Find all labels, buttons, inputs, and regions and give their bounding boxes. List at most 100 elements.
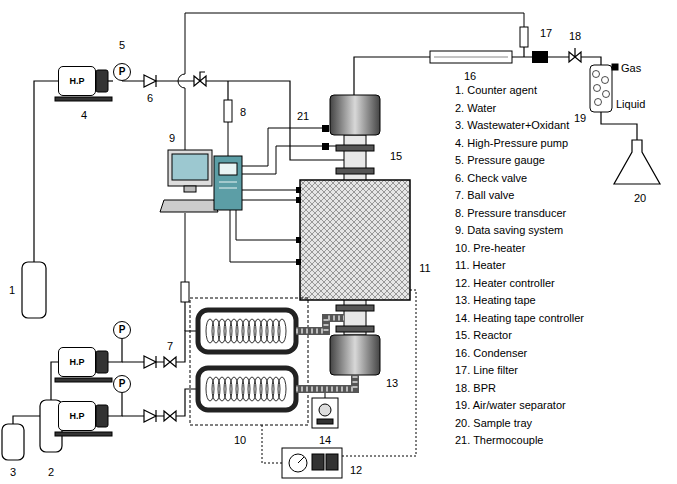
heater-controller [282, 448, 342, 478]
callout-number: Liquid [616, 98, 645, 111]
air-water-separator [602, 77, 609, 84]
callout-number: 9 [169, 132, 175, 145]
callout-number: 10 [234, 434, 246, 447]
heater-block [300, 180, 410, 300]
pipe [354, 57, 430, 95]
callout-number: 21 [297, 110, 309, 123]
callout-number: 19 [574, 112, 586, 125]
callout-number: Gas [621, 62, 641, 75]
heating-tape-controller [312, 398, 338, 428]
pressure-gauge: P [113, 321, 131, 339]
heater-block [296, 187, 301, 193]
thermocouple [322, 143, 329, 150]
pump-motor [55, 97, 112, 101]
heating-tape-controller [319, 404, 331, 416]
pipe [34, 81, 58, 262]
air-water-separator [593, 71, 600, 78]
signal-wire [242, 200, 300, 201]
callout-number: 7 [167, 340, 173, 353]
reactor-column [336, 145, 374, 151]
key-entry: 11. Heater [455, 259, 506, 272]
pump-motor [96, 351, 108, 373]
data-saving-computer [214, 156, 242, 210]
callout-number: 16 [464, 70, 476, 83]
thermocouple [322, 125, 329, 132]
pre-heater [198, 368, 296, 410]
controller-wire [262, 425, 282, 463]
key-entry: 18. BPR [455, 381, 496, 394]
key-entry: 7. Ball valve [455, 189, 514, 202]
signal-wire [242, 128, 325, 166]
pre-heater [278, 377, 286, 401]
pressure-transducer [224, 100, 232, 122]
line-filter [532, 51, 548, 63]
pipe [122, 81, 344, 160]
ball-valve [164, 357, 176, 367]
check-valve [144, 356, 156, 368]
pre-heater [198, 310, 296, 352]
data-saving-computer [160, 200, 218, 212]
storage-tank [2, 424, 24, 460]
data-saving-computer [168, 150, 212, 186]
ball-valve [164, 411, 176, 421]
key-entry: 21. Thermocouple [455, 434, 543, 447]
ball-valve [569, 48, 581, 62]
pipe [601, 112, 637, 140]
pre-heater [206, 319, 286, 401]
reactor-column [330, 335, 380, 375]
heater-block [296, 187, 301, 265]
heater-block [296, 197, 301, 203]
heater-block [296, 237, 301, 243]
heating-tape [296, 318, 355, 389]
key-entry: 12. Heater controller [455, 276, 555, 289]
heating-tape-controller [312, 398, 338, 428]
pump-motor [55, 432, 112, 436]
heater-controller [298, 457, 304, 463]
heater-controller [312, 454, 324, 470]
heater-block [296, 259, 301, 265]
signal-wire [236, 210, 300, 240]
data-saving-computer [219, 182, 237, 188]
ball-valve [164, 48, 581, 421]
key-entry: 2. Water [455, 101, 496, 114]
condenser [430, 51, 512, 63]
pressure-transducer [181, 282, 189, 302]
callout-number: 5 [119, 39, 125, 52]
condenser [434, 57, 508, 58]
node-label: H.P [69, 358, 84, 367]
callout-number: 17 [540, 27, 552, 40]
pre-heater [278, 319, 286, 343]
heater-controller [289, 454, 307, 472]
callout-number: 13 [386, 377, 398, 390]
callout-number: 20 [634, 192, 646, 205]
callout-number: 12 [350, 464, 362, 477]
signal-wire [242, 146, 344, 174]
data-saving-computer [160, 150, 242, 212]
pipe [184, 302, 185, 331]
node-label: H.P [69, 77, 84, 86]
pump-motor [55, 378, 112, 382]
reactor-column [336, 168, 374, 174]
air-water-separator [595, 99, 602, 106]
callout-number: 3 [10, 466, 16, 479]
heater-controller [282, 448, 342, 478]
key-entry: 6. Check valve [455, 171, 527, 184]
high-pressure-pump: H.P [58, 347, 96, 377]
high-pressure-pump: H.P [58, 401, 96, 431]
callout-number: 4 [81, 109, 87, 122]
key-entry: 10. Pre-heater [455, 241, 525, 254]
high-pressure-pump: H.P [58, 66, 96, 96]
sample-tray-flask [614, 140, 660, 184]
reactor-column [330, 95, 380, 135]
storage-tank [2, 262, 62, 460]
key-entry: 13. Heating tape [455, 294, 536, 307]
air-water-separator [590, 65, 612, 112]
thermocouple [322, 125, 329, 150]
reactor-column [336, 305, 374, 311]
callout-number: 1 [9, 284, 15, 297]
pressure-gauge: P [113, 63, 131, 81]
condenser [430, 51, 512, 63]
key-entry: 16. Condenser [455, 346, 527, 359]
